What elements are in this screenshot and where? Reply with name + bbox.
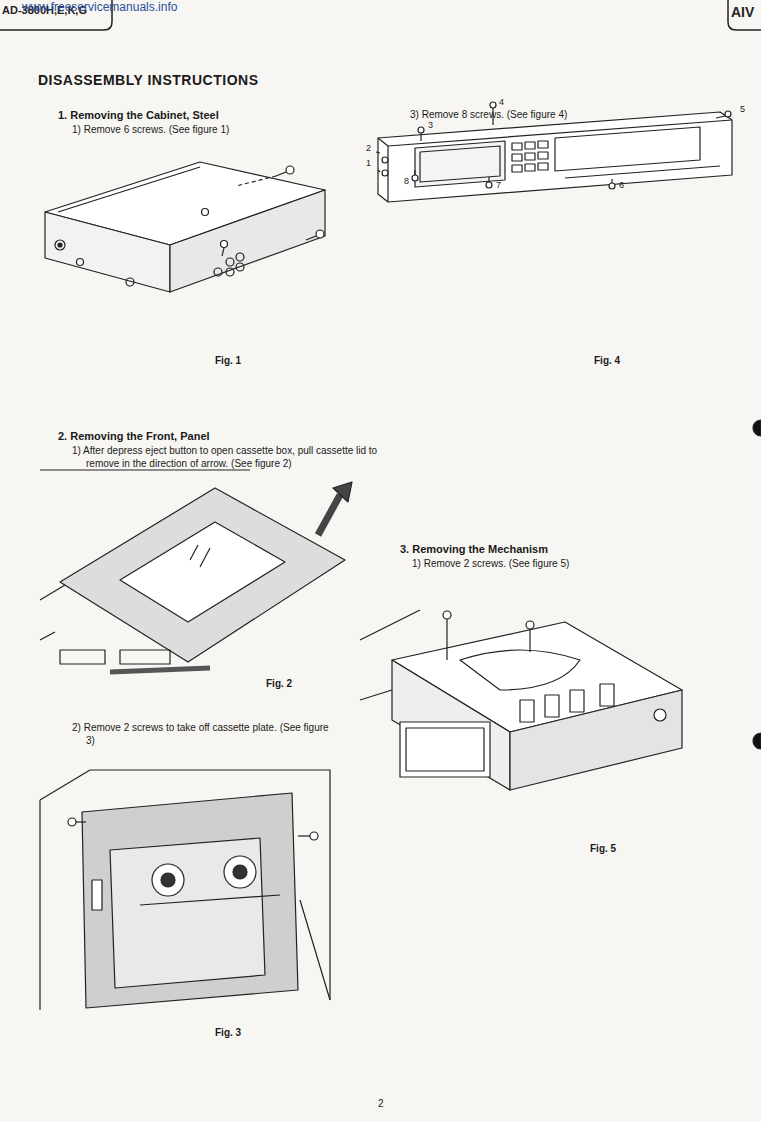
callout-number: 6 xyxy=(619,180,624,191)
step-text: 3) Remove 8 screws. (See figure 4) xyxy=(410,109,567,122)
section-heading: DISASSEMBLY INSTRUCTIONS xyxy=(38,72,258,90)
step-text: 2) Remove 2 screws to take off cassette … xyxy=(72,722,336,747)
watermark: www.freeservicemanuals.info xyxy=(22,0,177,15)
figure-caption: Fig. 5 xyxy=(590,843,616,856)
callout-number: 7 xyxy=(496,180,501,191)
step-heading: 3. Removing the Mechanism xyxy=(400,543,548,557)
figure-caption: Fig. 3 xyxy=(215,1027,241,1040)
step-text: 1) Remove 2 screws. (See figure 5) xyxy=(412,558,569,571)
step-text: 1) Remove 6 screws. (See figure 1) xyxy=(72,124,229,137)
figure-caption: Fig. 4 xyxy=(594,355,620,368)
model-number: AIV xyxy=(731,4,754,20)
figure-caption: Fig. 2 xyxy=(266,678,292,691)
step-heading: 2. Removing the Front, Panel xyxy=(58,430,210,444)
callout-number: 8 xyxy=(404,176,409,187)
callout-number: 3 xyxy=(428,120,433,131)
callout-number: 2 xyxy=(366,143,371,154)
callout-number: 1 xyxy=(366,158,371,169)
callout-number: 5 xyxy=(740,104,745,115)
header-tab: AIV xyxy=(731,4,754,20)
step-heading: 1. Removing the Cabinet, Steel xyxy=(58,109,219,123)
callout-number: 4 xyxy=(499,97,504,108)
figure-caption: Fig. 1 xyxy=(215,355,241,368)
step-text: 1) After depress eject button to open ca… xyxy=(72,445,396,470)
page-number: 2 xyxy=(378,1098,384,1111)
